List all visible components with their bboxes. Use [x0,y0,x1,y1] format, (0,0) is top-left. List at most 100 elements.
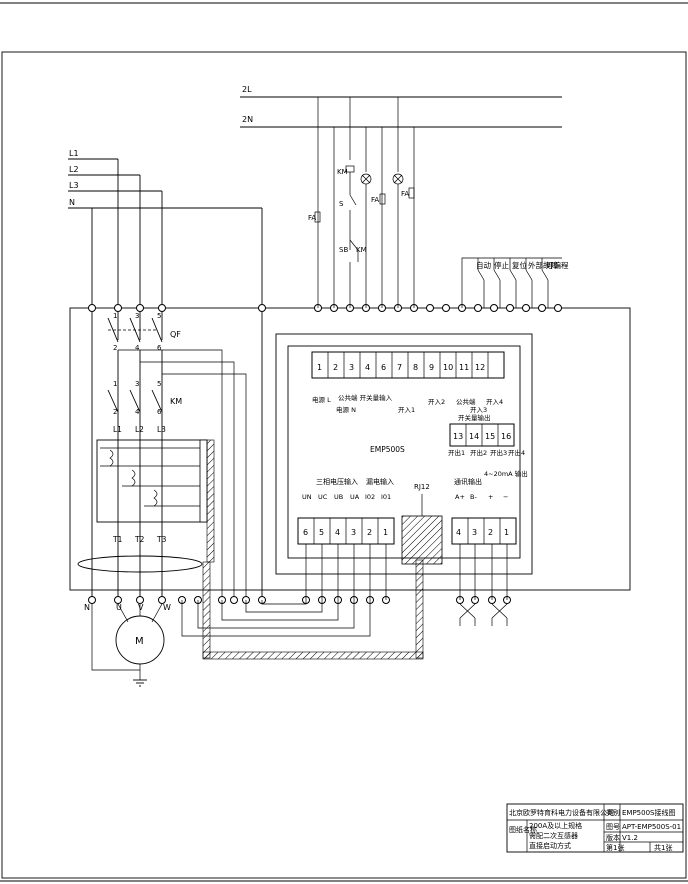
twisted-pair-2-icon [491,603,508,626]
bus-label-l3: L3 [69,181,79,190]
vl-i02: I02 [365,493,375,501]
voltage-sense-wires [118,349,247,600]
cl-minus: − [503,493,508,501]
module-body [287,345,521,559]
control-circuit: KM S SB KM FA FA FA [308,97,415,308]
vl-i01: I01 [381,493,391,501]
cl-plus: + [488,493,493,501]
vl-un: UN [302,493,312,501]
ctrl-km-label: KM [337,168,348,176]
power-bus: L1 L2 L3 N 2L 2N [68,85,562,209]
voltage-terminal-block: 三相电压输入 漏电输入 UN UC UB UA I02 I01 6 5 4 3 … [297,477,395,545]
contactor-km: 1 3 5 2 4 6 KM [107,380,182,416]
tb-no: APT-EMP500S-01 [622,823,681,831]
ct-l2: L2 [135,425,144,434]
module-frame [275,333,533,575]
rt-13: 13 [453,432,463,441]
top-terminal-row [88,304,562,312]
ct-l3: L3 [157,425,166,434]
ct-4: 4 [456,528,461,537]
main-feeders [91,159,263,600]
ct-t3: T3 [156,535,167,544]
ut-8: 8 [413,363,418,372]
ul-in2: 开入2 [428,398,445,406]
rt-15: 15 [485,432,495,441]
ul-power-l: 电源 L [312,395,331,404]
km-top-5: 5 [157,380,161,388]
tb-category: EMP500S接线图 [622,808,676,817]
ext-stop: 停止 [494,260,509,270]
rt-14: 14 [469,432,479,441]
bus-label-2n: 2N [242,115,253,124]
bus-label-n: N [69,198,75,207]
motor-term-w: W [163,603,171,612]
ul-in1: 开入1 [398,406,415,414]
leakage-wire-duct [202,439,443,660]
bottom-terminal-row [88,596,511,604]
vl-uc: UC [318,493,328,501]
lt-1: 1 [383,528,388,537]
ut-10: 10 [443,363,453,372]
comm-group: 通讯输出 [454,477,482,486]
lt-6: 6 [303,528,308,537]
ul-in3: 开入3 [470,406,487,414]
bus-label-l1: L1 [69,149,79,158]
lt-4: 4 [335,528,340,537]
ctrl-fa3-label: FA [308,214,316,222]
ct-2: 2 [488,528,493,537]
ctrl-s-label: S [339,200,344,208]
ctrl-km2-label: KM [356,246,367,254]
relay-out2: 开出2 [470,448,487,457]
twisted-pair-icon [459,603,476,626]
qf-bot-6: 6 [157,344,162,352]
tb-sheet: 第1张 [606,843,624,852]
qf-top-1: 1 [113,312,117,320]
qf-label: QF [170,330,181,339]
motor-term-v: V [138,603,144,612]
rj12-plug [401,515,443,565]
ut-11: 11 [459,363,469,372]
bus-label-2l: 2L [242,85,252,94]
relay-output-block: 13 14 15 16 开关量输出 开出1 开出2 开出3 开出4 [448,413,525,457]
relay-out3: 开出3 [490,448,507,457]
analog-group: 4~20mA 输出 [484,469,528,478]
motor-label: M [135,636,144,647]
ctrl-fa1-label: FA [371,196,379,204]
ct-t2: T2 [134,535,145,544]
ut-7: 7 [397,363,402,372]
bus-label-l2: L2 [69,165,79,174]
ct-l1: L1 [113,425,122,434]
breaker-qf: 1 3 5 2 4 6 QF [107,312,181,352]
rt-16: 16 [501,432,511,441]
ct-3: 3 [472,528,477,537]
motor: N U V W M [84,603,171,687]
km-bot-6: 6 [157,408,162,416]
tb-name-2: 需配二次互感器 [529,831,578,840]
ctrl-sb-label: SB [339,246,348,254]
ut-6: 6 [381,363,386,372]
ut-4: 4 [365,363,370,372]
ct-1: 1 [504,528,509,537]
current-group: 漏电输入 [366,477,394,486]
relay-out4: 开出4 [508,448,525,457]
ut-9: 9 [429,363,434,372]
ut-1: 1 [317,363,322,372]
bottom-loop-wires [181,540,387,637]
device-model: EMP500S [370,445,405,454]
ext-prog: 可编程 [546,260,569,270]
qf-top-3: 3 [135,312,139,320]
voltage-group: 三相电压输入 [316,477,358,486]
current-transformers [96,439,208,523]
motor-term-u: U [116,603,122,612]
tb-ver-label: 版本 [606,833,620,842]
km-top-1: 1 [113,380,117,388]
vl-ua: UA [350,493,360,501]
tb-name-label: 图纸名称 [509,825,537,834]
km-bot-2: 2 [113,408,117,416]
ut-12: 12 [475,363,485,372]
upper-terminal-block: 1 2 3 4 6 7 8 9 10 11 12 [311,351,505,379]
tb-ver: V1.2 [622,834,638,842]
cl-b: B- [470,493,477,501]
km-bot-4: 4 [135,408,140,416]
